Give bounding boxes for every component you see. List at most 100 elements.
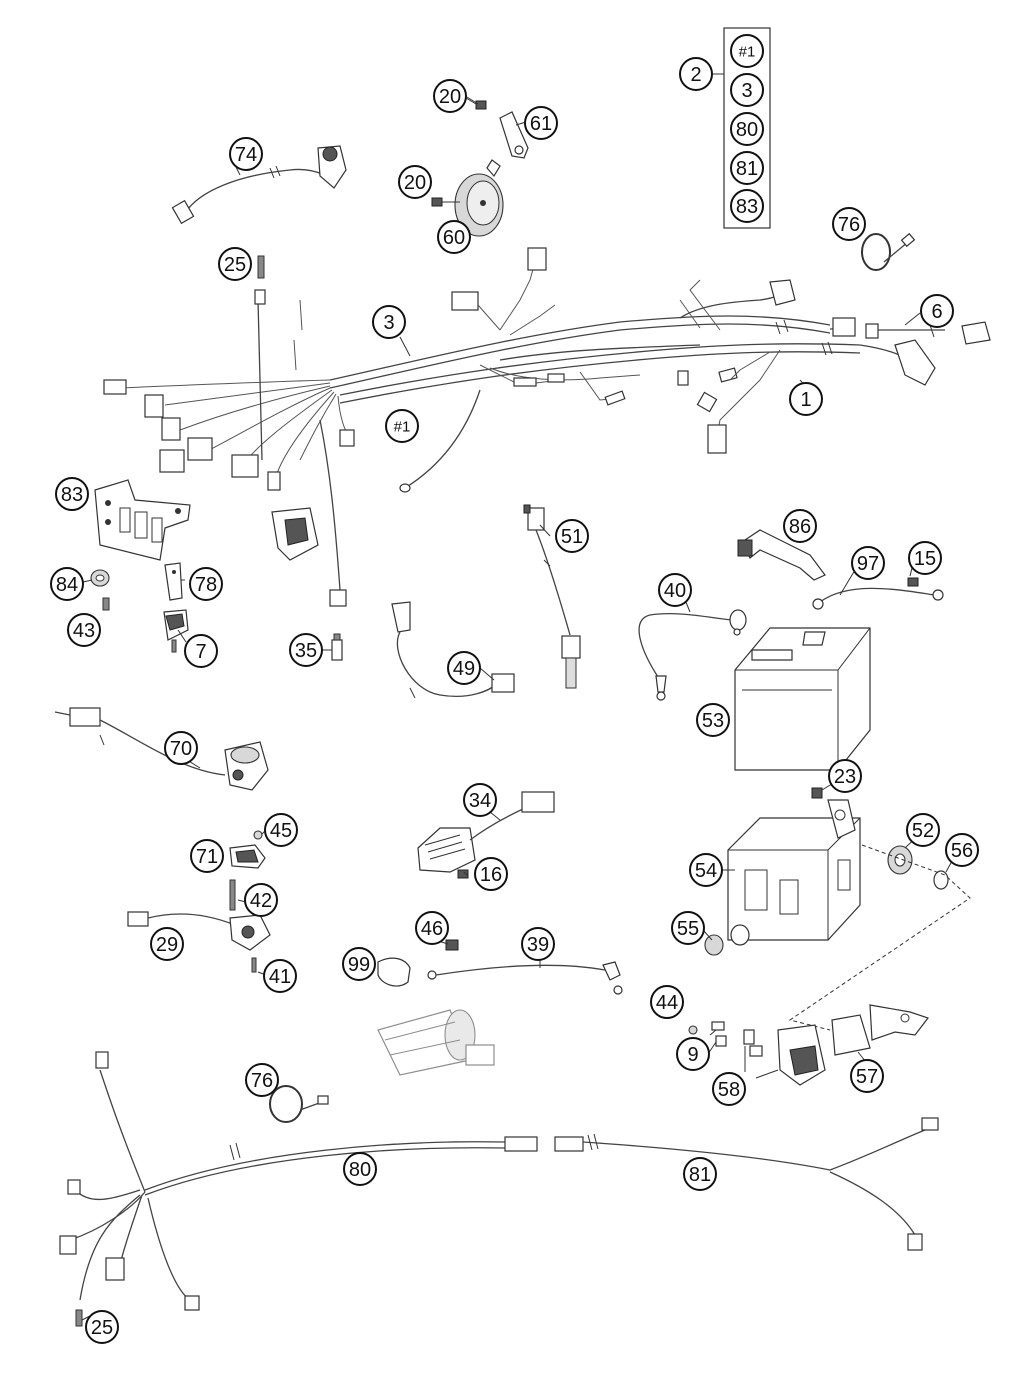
regulator-34 — [417, 791, 555, 879]
callout-15: 15 — [908, 541, 942, 575]
svg-text:16: 16 — [480, 864, 502, 886]
callout-58: 58 — [712, 1072, 746, 1106]
connector-6 — [865, 321, 991, 345]
callout-54: 54 — [689, 853, 723, 887]
callout-71: 71 — [190, 839, 224, 873]
svg-text:34: 34 — [469, 790, 491, 812]
sensor-51 — [523, 504, 581, 689]
callout-76-top: 76 — [832, 207, 866, 241]
svg-text:76: 76 — [251, 1070, 273, 1092]
key-callout-3: 3 — [730, 73, 764, 107]
callout-86: 86 — [783, 509, 817, 543]
callout-35: 35 — [289, 633, 323, 667]
svg-text:61: 61 — [530, 113, 552, 135]
callout-83: 83 — [55, 477, 89, 511]
svg-text:83: 83 — [736, 196, 758, 218]
callout-hash1: #1 — [385, 409, 419, 443]
bracket-57 — [831, 1004, 929, 1056]
svg-text:76: 76 — [838, 214, 860, 236]
svg-text:3: 3 — [741, 80, 752, 102]
svg-text:41: 41 — [269, 966, 291, 988]
callout-25-top: 25 — [218, 247, 252, 281]
battery-cable-40 — [638, 609, 747, 701]
callout-81: 81 — [683, 1157, 717, 1191]
callout-80: 80 — [343, 1152, 377, 1186]
callout-76-bottom: 76 — [245, 1063, 279, 1097]
callout-1: 1 — [789, 382, 823, 416]
svg-text:86: 86 — [789, 516, 811, 538]
callout-23: 23 — [828, 759, 862, 793]
key-callout-81: 81 — [730, 151, 764, 185]
callout-44: 44 — [650, 985, 684, 1019]
svg-text:78: 78 — [195, 574, 217, 596]
svg-text:42: 42 — [250, 890, 272, 912]
callout-34: 34 — [463, 783, 497, 817]
svg-text:81: 81 — [689, 1164, 711, 1186]
callout-29: 29 — [150, 927, 184, 961]
cable-49 — [391, 601, 515, 699]
small-parts-84-43-78-7 — [90, 562, 189, 653]
callout-49: 49 — [447, 651, 481, 685]
callout-40: 40 — [658, 573, 692, 607]
svg-text:51: 51 — [561, 526, 583, 548]
callout-39: 39 — [521, 927, 555, 961]
callout-52: 52 — [906, 813, 940, 847]
callout-2: 2 — [679, 57, 713, 91]
cable-tie-76-bottom — [269, 1085, 329, 1123]
svg-text:44: 44 — [656, 992, 678, 1014]
callout-7: 7 — [184, 634, 218, 668]
svg-text:80: 80 — [349, 1159, 371, 1181]
cable-tie-76-top — [861, 232, 916, 271]
svg-text:35: 35 — [295, 640, 317, 662]
svg-text:71: 71 — [196, 846, 218, 868]
callout-84: 84 — [50, 567, 84, 601]
svg-text:15: 15 — [914, 548, 936, 570]
callout-9: 9 — [676, 1037, 710, 1071]
svg-text:25: 25 — [224, 254, 246, 276]
svg-text:43: 43 — [73, 620, 95, 642]
svg-text:23: 23 — [834, 766, 856, 788]
svg-text:20: 20 — [404, 172, 426, 194]
svg-text:9: 9 — [687, 1044, 698, 1066]
callout-41: 41 — [263, 959, 297, 993]
callout-43: 43 — [67, 613, 101, 647]
svg-text:80: 80 — [736, 119, 758, 141]
svg-text:49: 49 — [453, 658, 475, 680]
callout-20-mid: 20 — [398, 165, 432, 199]
svg-text:29: 29 — [156, 934, 178, 956]
ground-cable-97 — [812, 577, 944, 610]
stud-25-top — [257, 255, 265, 279]
callout-60: 60 — [437, 220, 471, 254]
callout-70: 70 — [164, 731, 198, 765]
svg-text:3: 3 — [383, 312, 394, 334]
svg-text:57: 57 — [856, 1066, 878, 1088]
svg-text:83: 83 — [61, 484, 83, 506]
bracket-83 — [94, 479, 191, 561]
svg-text:1: 1 — [800, 389, 811, 411]
svg-text:81: 81 — [736, 158, 758, 180]
starter-cable-39 — [377, 939, 623, 995]
callout-53: 53 — [696, 703, 730, 737]
callout-45: 45 — [264, 813, 298, 847]
callout-16: 16 — [474, 857, 508, 891]
svg-text:2: 2 — [690, 64, 701, 86]
tail-harness-80-81 — [59, 1051, 939, 1327]
svg-text:58: 58 — [718, 1079, 740, 1101]
battery-strap-86 — [737, 529, 826, 581]
key-callout-hash1: #1 — [730, 34, 764, 68]
relay-58-fuses-9 — [688, 1021, 826, 1086]
switch-70 — [54, 707, 269, 791]
svg-text:53: 53 — [702, 710, 724, 732]
callout-42: 42 — [244, 883, 278, 917]
svg-text:7: 7 — [195, 641, 206, 663]
svg-text:6: 6 — [931, 301, 942, 323]
callout-74: 74 — [229, 137, 263, 171]
svg-text:55: 55 — [677, 918, 699, 940]
svg-text:46: 46 — [421, 918, 443, 940]
callout-78: 78 — [189, 567, 223, 601]
svg-text:70: 70 — [170, 738, 192, 760]
callout-6: 6 — [920, 294, 954, 328]
battery-53 — [734, 627, 871, 771]
svg-text:39: 39 — [527, 934, 549, 956]
